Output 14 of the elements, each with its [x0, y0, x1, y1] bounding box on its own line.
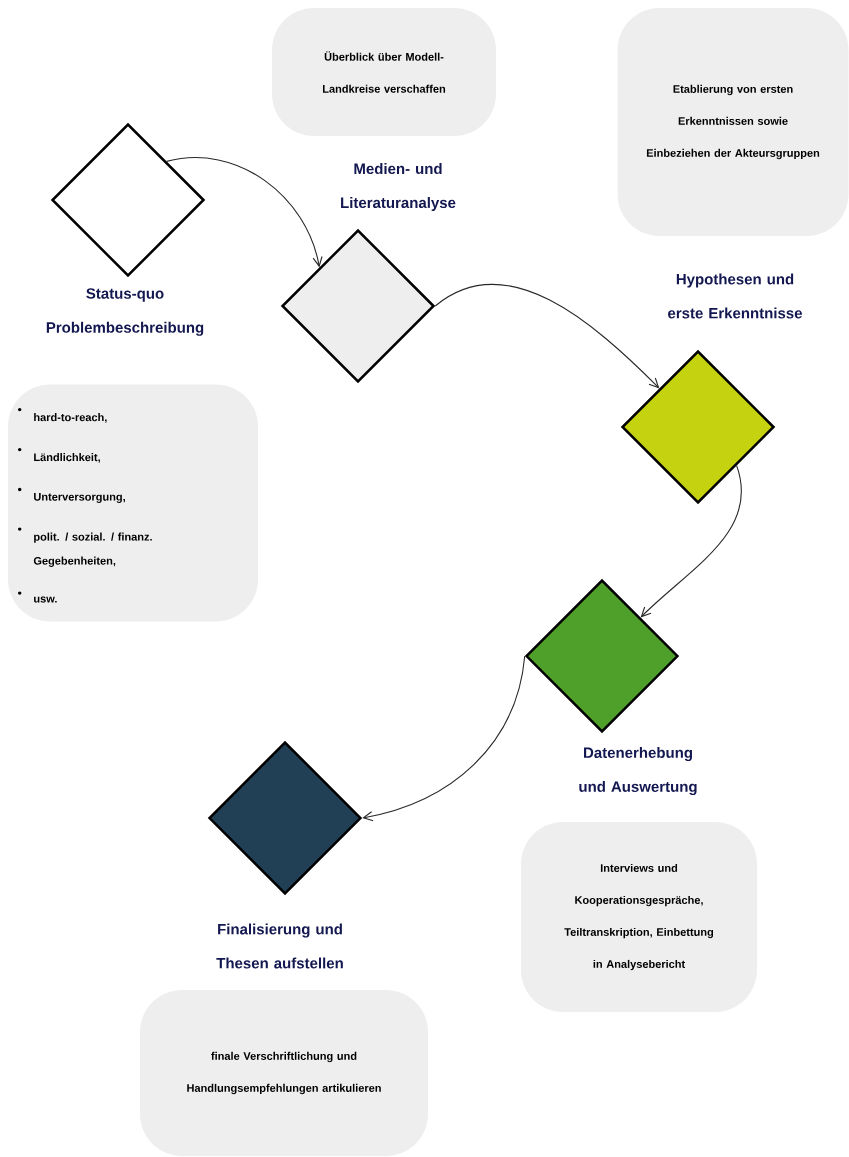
- text-box: Interviews und Kooperationsgespräche, Teiltranskription, Einbettung in Analysebericht: [521, 822, 757, 1012]
- curved-arrow: [640, 465, 742, 618]
- step-heading: Datenerhebung und Auswertung: [579, 747, 697, 796]
- curved-arrow: [434, 283, 660, 389]
- step-heading: Finalisierung und Thesen aufstellen: [216, 923, 343, 969]
- text-box: finale Verschriftlichung und Handlungsempfehlungen artikulieren: [140, 990, 428, 1156]
- curved-arrow: [166, 157, 323, 268]
- step-heading: Medien- und Literaturanalyse: [341, 163, 456, 211]
- text-box: hard-to-reach, Ländlichkeit, Unterversorgung, polit. / sozial. / finanz. Gegebenheiten, usw.: [8, 384, 258, 622]
- curved-arrow: [362, 655, 526, 822]
- step-heading: Status-quo Problembeschreibung: [46, 288, 204, 336]
- text-box: Überblick über Modell-Landkreise verschaffen: [272, 8, 496, 136]
- text-box: Etablierung von ersten Erkenntnissen sowie Einbeziehen der Akteursgruppen: [617, 8, 849, 236]
- step-heading: Hypothesen und erste Erkenntnisse: [668, 273, 802, 319]
